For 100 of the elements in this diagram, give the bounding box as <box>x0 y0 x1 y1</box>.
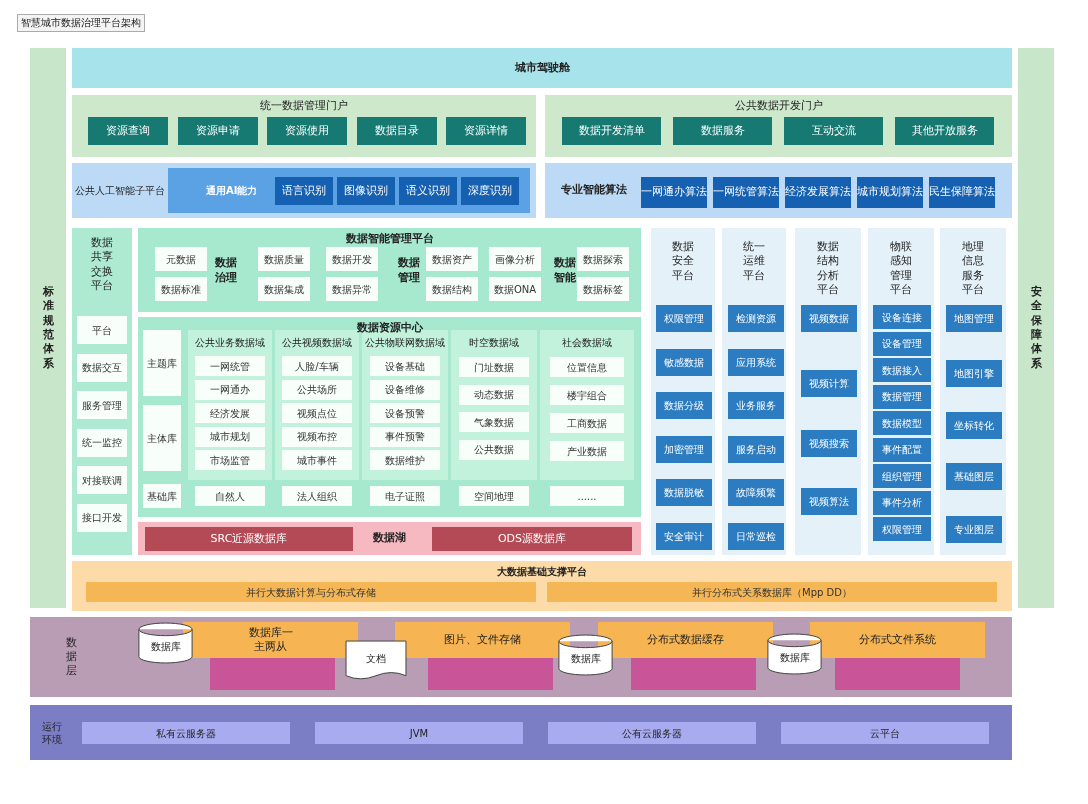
box-label: 数据目录 <box>374 123 419 139</box>
database-box <box>835 658 960 690</box>
module-box <box>177 117 258 145</box>
box-label: 数据资产 <box>432 252 472 266</box>
module-box <box>656 435 712 463</box>
module-box <box>426 277 478 301</box>
layer-band <box>30 705 1012 760</box>
storage-box <box>810 622 985 658</box>
box-label: 视频计算 <box>809 377 849 390</box>
module-box <box>873 305 931 329</box>
storage-bar <box>86 582 536 602</box>
module-box <box>929 177 995 208</box>
module-box <box>673 117 772 145</box>
box-label: 基础库 <box>147 489 177 503</box>
module-box <box>77 353 127 382</box>
box-label: 分布式数据缓存 <box>647 632 724 648</box>
module-box <box>370 356 440 376</box>
module-box <box>946 516 1002 543</box>
box-label: 公共数据 <box>474 443 514 456</box>
box-label: 资源使用 <box>285 123 329 139</box>
panel-heading: 大数据基础支撑平台 <box>497 565 587 578</box>
band-title: 数据湖 <box>373 531 406 546</box>
box-label: 工商数据 <box>567 416 607 430</box>
module-box <box>577 277 629 301</box>
box-label: 设备管理 <box>882 337 922 350</box>
domain-column <box>275 330 359 480</box>
box-label: 经济发展 <box>210 406 250 420</box>
server-box <box>548 722 756 744</box>
column-heading: 公共视频数据域 <box>282 336 352 349</box>
platform-column <box>940 228 1006 555</box>
module-box <box>370 403 440 423</box>
box-label: 数据标签 <box>583 282 623 296</box>
box-label: 一网通办 <box>210 383 250 396</box>
module-box <box>143 330 181 396</box>
module-box <box>195 450 265 470</box>
box-label: 数据交互 <box>82 361 122 374</box>
module-box <box>370 486 440 506</box>
module-box <box>195 379 265 400</box>
box-label: 地图引擎 <box>954 367 994 380</box>
domain-column <box>540 330 634 480</box>
module-box <box>801 430 857 457</box>
box-label: 城市规划 <box>210 430 250 443</box>
band-title: 城市驾驶舱 <box>514 60 570 76</box>
box-label: 其他开放服务 <box>911 123 978 139</box>
module-box <box>550 441 624 461</box>
box-label: 设备连接 <box>882 310 922 324</box>
panel-heading: 数据共享交换平台 <box>91 236 113 294</box>
module-box <box>426 247 478 271</box>
module-box <box>77 503 127 532</box>
module-box <box>446 117 526 145</box>
box-label: 资源申请 <box>195 123 240 139</box>
box-label: 敏感数据 <box>664 355 704 369</box>
box-label: 数据结构 <box>432 282 472 296</box>
data-lake-band <box>138 522 641 555</box>
module-box <box>873 517 931 541</box>
module-box <box>801 488 857 515</box>
database-box <box>210 658 335 690</box>
platform-column <box>868 228 934 555</box>
platform-column <box>651 228 715 555</box>
module-box <box>656 479 712 507</box>
module-box <box>459 357 529 377</box>
portal-panel <box>545 95 1012 157</box>
module-box <box>873 331 931 356</box>
module-box <box>282 426 352 447</box>
module-box <box>337 177 395 205</box>
box-label: 语言识别 <box>282 183 326 199</box>
diagram-title: 智慧城市数据治理平台架构 <box>17 14 145 32</box>
box-label: 视频数据 <box>809 312 849 325</box>
module-box <box>155 247 207 271</box>
box-label: 视频搜索 <box>809 437 849 450</box>
box-label: 数据集成 <box>264 282 304 296</box>
module-box <box>895 117 994 145</box>
box-label: 数据维护 <box>385 453 425 467</box>
column-heading: 统一运维平台 <box>743 240 765 283</box>
box-label: 主体库 <box>147 431 177 445</box>
module-box <box>326 277 378 301</box>
module-box <box>195 426 265 447</box>
module-box <box>282 450 352 470</box>
panel-heading: 统一数据管理门户 <box>260 99 348 114</box>
box-label: 动态数据 <box>474 388 514 401</box>
band-title: 安全保障体系 <box>1030 285 1042 371</box>
database-bar <box>145 527 353 551</box>
box-label: SRC近源数据库 <box>210 531 288 547</box>
box-label: 平台 <box>92 323 112 337</box>
server-box <box>82 722 290 744</box>
storage-box <box>183 622 358 658</box>
box-label: 事件预警 <box>385 430 425 443</box>
module-box <box>873 464 931 488</box>
box-label: 公有云服务器 <box>622 726 682 740</box>
box-label: 经济发展算法 <box>785 185 851 200</box>
module-box <box>489 247 541 271</box>
module-box <box>77 316 127 344</box>
box-label: 画像分析 <box>495 252 535 266</box>
box-label: 数据库 <box>150 639 181 653</box>
platform-column <box>795 228 861 555</box>
module-box <box>857 177 923 208</box>
box-label: 图像识别 <box>344 183 388 199</box>
portal-panel <box>72 95 536 157</box>
box-label: 应用系统 <box>736 355 776 369</box>
box-label: 服务管理 <box>82 398 122 412</box>
